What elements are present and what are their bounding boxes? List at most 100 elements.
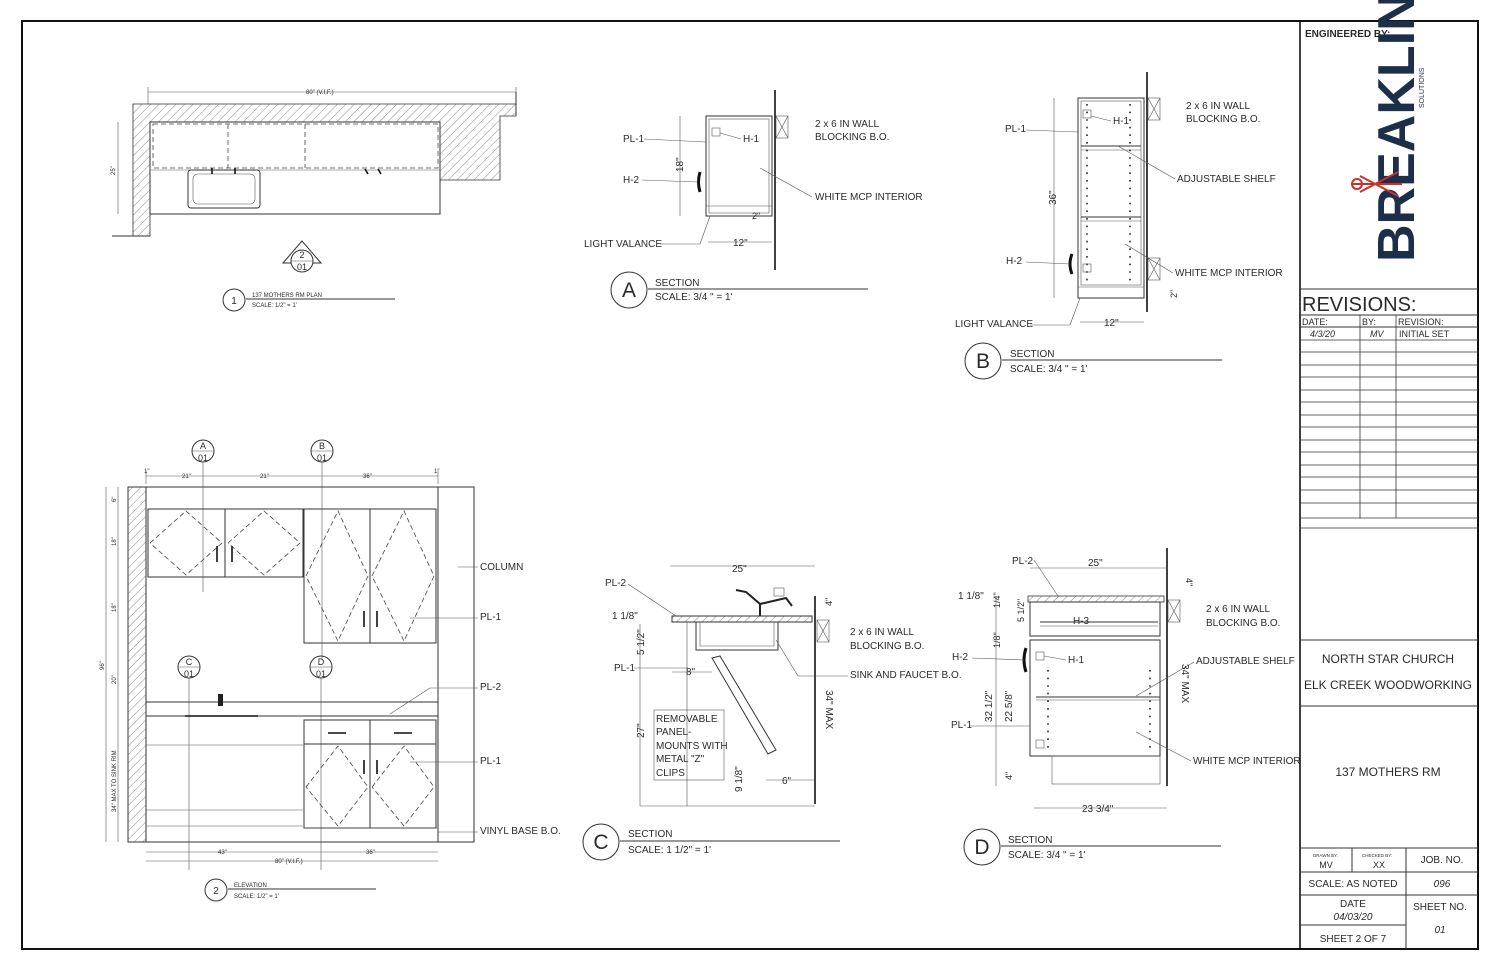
- section-b-pl1: PL-1: [1005, 124, 1027, 135]
- section-a-scale: SCALE: 3/4 " = 1': [655, 292, 733, 303]
- callout-b-letter: B: [319, 441, 325, 451]
- section-a-light-valance: LIGHT VALANCE: [584, 239, 662, 250]
- section-d-white-mcp: WHITE MCP INTERIOR: [1193, 756, 1301, 767]
- rev-header-revision: REVISION:: [1398, 317, 1444, 327]
- section-c-panel-dim: 9 1/8": [734, 766, 745, 792]
- section-d-door-dim: 22 5/8": [1004, 690, 1015, 722]
- section-d-h1: H-1: [1068, 655, 1085, 666]
- section-a: 18" 12" 2" PL-1 H-2 H-1 2 x 6 IN WALL BL…: [584, 90, 923, 309]
- elev-overall-height: 96": [100, 661, 106, 670]
- section-c-inset-dim: 8": [686, 667, 696, 678]
- job-no-label: JOB. NO.: [1421, 855, 1464, 866]
- sheet-border: [21, 20, 1479, 950]
- revision-grid: [1300, 315, 1478, 529]
- section-c-max-dim: 34" MAX: [823, 690, 834, 729]
- company-name: ELK CREEK WOODWORKING: [1304, 678, 1472, 692]
- section-d-pl1: PL-1: [951, 720, 973, 731]
- section-a-height-dim: 18": [675, 157, 686, 172]
- logo-text: BREAKLINE: [1368, 0, 1426, 262]
- callout-d: D 01: [309, 655, 333, 870]
- section-c-note-4: METAL "Z": [656, 754, 705, 765]
- section-c-top-dim: 1 1/8": [612, 611, 638, 622]
- plan-view: 80" (V.I.F.) 25" 2 01 1 137 MOTHERS RM P…: [111, 87, 517, 312]
- section-b-letter: B: [976, 350, 990, 373]
- engineered-by-label: ENGINEERED BY:: [1305, 29, 1390, 40]
- title-block: ENGINEERED BY: BREAKLINE SOLUTIONS REVIS…: [1299, 0, 1478, 949]
- elev-top-dim-4: 36": [363, 474, 372, 480]
- section-d-h3: H-3: [1073, 616, 1090, 627]
- section-d-base-depth-dim: 23 3/4": [1082, 804, 1114, 815]
- elev-scale: SCALE: 1/2" = 1': [234, 894, 279, 900]
- section-b-scale: SCALE: 3/4 " = 1': [1010, 364, 1088, 375]
- section-d-blocking-2: BLOCKING B.O.: [1206, 618, 1280, 629]
- elev-left-dim-5: 34" MAX TO SINK RIM: [112, 750, 118, 812]
- section-c-toe-dim: 6": [782, 776, 792, 787]
- section-d: 25" PL-2 1 1/8" 1/4" 5 1/2" 1/8" H-3 H-2…: [951, 548, 1301, 866]
- breakline-logo: BREAKLINE SOLUTIONS: [1351, 0, 1426, 262]
- section-a-valance-dim: 2": [752, 211, 760, 221]
- elev-bottom-overall: 80" (V.I.F.): [275, 859, 303, 865]
- section-a-white-mcp: WHITE MCP INTERIOR: [815, 192, 923, 203]
- client-name: NORTH STAR CHURCH: [1322, 652, 1454, 666]
- plan-width-dim: 80" (V.I.F.): [306, 90, 334, 96]
- section-d-h2: H-2: [952, 652, 969, 663]
- section-d-drawer-dim: 5 1/2": [1016, 599, 1026, 622]
- section-c-note-2: PANEL-: [656, 727, 691, 738]
- section-b-height-dim: 36": [1048, 190, 1059, 205]
- section-b-valance-dim: 2": [1169, 290, 1179, 298]
- section-d-blocking-1: 2 x 6 IN WALL: [1206, 604, 1271, 615]
- logo-sub: SOLUTIONS: [1419, 67, 1426, 108]
- plan-view-ref-sheet: 01: [297, 262, 307, 272]
- plan-depth-dim: 25": [111, 166, 117, 175]
- checked-by-label: CHECKED BY:: [1362, 853, 1392, 858]
- section-b-h1: H-1: [1113, 116, 1130, 127]
- section-b: 36" 12" 2" PL-1 H-1 2 x 6 IN WALL BLOCKI…: [955, 72, 1283, 380]
- elev-top-dim-2: 21": [182, 474, 191, 480]
- section-c-height-dim: 27": [636, 723, 647, 738]
- section-a-blocking-2: BLOCKING B.O.: [815, 132, 889, 143]
- section-b-white-mcp: WHITE MCP INTERIOR: [1175, 268, 1283, 279]
- scale-value: SCALE: AS NOTED: [1309, 879, 1398, 890]
- section-c-blocking-1: 2 x 6 IN WALL: [850, 627, 915, 638]
- elevation-view: A 01 B 01 C 01 D 01 1" 2: [100, 439, 561, 902]
- elev-title-num: 2: [213, 886, 219, 897]
- elev-top-dim-3: 21": [260, 474, 269, 480]
- section-c-pl1: PL-1: [614, 663, 636, 674]
- section-d-max-dim: 34" MAX: [1179, 664, 1190, 703]
- callout-b-sheet: 01: [317, 453, 327, 463]
- compass-icon: [1351, 171, 1402, 197]
- section-c-title: SECTION: [628, 829, 672, 840]
- section-d-splash-dim: 4": [1184, 578, 1194, 586]
- section-c-note-3: MOUNTS WITH: [656, 741, 728, 752]
- section-d-title: SECTION: [1008, 835, 1052, 846]
- section-a-blocking-1: 2 x 6 IN WALL: [815, 119, 880, 130]
- section-c: 25" REMOVABLE PANEL- MOUNTS WITH METAL "…: [582, 564, 962, 861]
- plan-scale: SCALE: 1/2" = 1': [252, 303, 297, 309]
- elev-pl1-upper: PL-1: [480, 612, 502, 623]
- section-c-splash-dim: 4": [824, 598, 834, 606]
- job-no-value: 096: [1434, 879, 1451, 890]
- rev-header-date: DATE:: [1302, 317, 1328, 327]
- elev-title: ELEVATION: [234, 883, 267, 889]
- callout-c-sheet: 01: [184, 669, 194, 679]
- sheet-no-value: 01: [1434, 925, 1445, 936]
- section-b-adjustable-shelf: ADJUSTABLE SHELF: [1177, 174, 1276, 185]
- section-d-toe-dim: 4": [1004, 772, 1014, 780]
- section-d-letter: D: [974, 836, 989, 859]
- elev-left-dim-1: 6": [112, 497, 118, 502]
- elev-left-dim-2: 18": [112, 537, 118, 546]
- callout-b: B 01: [310, 439, 334, 660]
- section-b-light-valance: LIGHT VALANCE: [955, 319, 1033, 330]
- date-label: DATE: [1340, 899, 1366, 910]
- section-a-h2: H-2: [623, 175, 640, 186]
- section-b-blocking-1: 2 x 6 IN WALL: [1186, 101, 1251, 112]
- sheet-of-value: SHEET 2 OF 7: [1320, 934, 1387, 945]
- section-c-sink-faucet: SINK AND FAUCET B.O.: [850, 670, 962, 681]
- section-c-letter: C: [593, 831, 608, 854]
- rev-row-1-by: MV: [1370, 329, 1384, 339]
- section-d-depth-dim: 25": [1088, 558, 1103, 569]
- elev-pl2: PL-2: [480, 682, 502, 693]
- elev-left-dim-4: 20": [112, 675, 118, 684]
- drawn-by-value: MV: [1319, 860, 1333, 870]
- section-d-adjustable-shelf: ADJUSTABLE SHELF: [1196, 656, 1295, 667]
